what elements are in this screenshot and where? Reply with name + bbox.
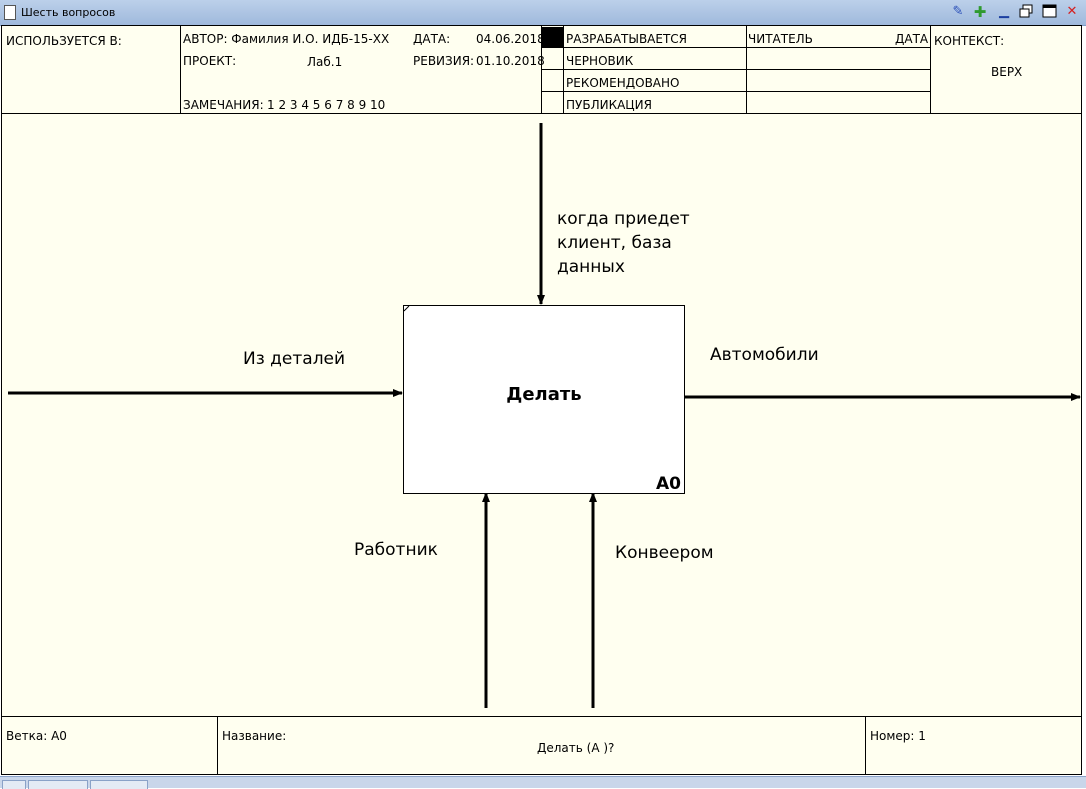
- status-developing: РАЗРАБАТЫВАЕТСЯ: [566, 32, 688, 46]
- pin-icon[interactable]: ✎: [952, 4, 964, 19]
- function-box-name: Делать: [506, 384, 582, 405]
- close-icon[interactable]: ✕: [1066, 4, 1078, 19]
- context-value: ВЕРХ: [991, 65, 1023, 79]
- reader-date-label: ДАТА: [895, 32, 929, 46]
- project-label: ПРОЕКТ:: [183, 54, 237, 68]
- context-label: КОНТЕКСТ:: [934, 34, 1005, 48]
- bottom-tab-2[interactable]: [28, 780, 88, 789]
- date-label: ДАТА:: [413, 32, 451, 46]
- notes-numbers: 1 2 3 4 5 6 7 8 9 10: [267, 98, 386, 112]
- input-label[interactable]: Из деталей: [243, 349, 346, 369]
- function-box-a0[interactable]: Делать A0: [403, 305, 685, 494]
- status-recommended: РЕКОМЕНДОВАНО: [566, 76, 680, 90]
- diagram-arrows: [8, 123, 1081, 708]
- control-label-line-3[interactable]: данных: [557, 257, 625, 277]
- box-corner-mark: [404, 306, 410, 312]
- mechanism-label-1[interactable]: Работник: [354, 540, 438, 560]
- reader-label: ЧИТАТЕЛЬ: [748, 32, 813, 46]
- status-draft: ЧЕРНОВИК: [566, 54, 634, 68]
- minimize-icon[interactable]: ▁: [999, 4, 1009, 19]
- author-label: АВТОР: Фамилия И.О. ИДБ-15-XX: [183, 32, 390, 46]
- control-label-line-1[interactable]: когда приедет: [557, 209, 690, 229]
- function-box-number: A0: [656, 474, 681, 494]
- revision-label: РЕВИЗИЯ:: [413, 54, 475, 68]
- maximize-icon[interactable]: [1041, 4, 1057, 20]
- bottom-tab-3[interactable]: [90, 780, 148, 789]
- output-label[interactable]: Автомобили: [710, 345, 819, 365]
- footer-title-label: Название:: [222, 729, 287, 743]
- project-value: Лаб.1: [307, 55, 343, 69]
- footer-node-label: Ветка: A0: [6, 729, 67, 743]
- puzzle-icon[interactable]: ✚: [973, 3, 987, 21]
- footer-title-value: Делать (A )?: [537, 741, 615, 755]
- status-publication: ПУБЛИКАЦИЯ: [566, 98, 652, 112]
- notes-label: ЗАМЕЧАНИЯ:: [183, 98, 264, 112]
- footer-number-label: Номер: 1: [870, 729, 926, 743]
- document-icon: [4, 5, 16, 20]
- mechanism-label-2[interactable]: Конвеером: [615, 543, 714, 563]
- idef0-sheet: ИСПОЛЬЗУЕТСЯ В: АВТОР: Фамилия И.О. ИДБ-…: [1, 25, 1082, 775]
- window-title: Шесть вопросов: [21, 6, 116, 19]
- date-value: 04.06.2018: [476, 32, 545, 46]
- bottom-tab-strip: [0, 776, 1086, 789]
- control-label-line-2[interactable]: клиент, база: [557, 233, 672, 253]
- bottom-tab-1[interactable]: [2, 780, 26, 789]
- used-in-label: ИСПОЛЬЗУЕТСЯ В:: [6, 34, 122, 48]
- window-titlebar: Шесть вопросов ✎ ✚ ▁ ✕: [0, 0, 1086, 26]
- revision-value: 01.10.2018: [476, 54, 545, 68]
- restore-icon[interactable]: [1018, 4, 1034, 20]
- status-current-marker: [542, 27, 563, 47]
